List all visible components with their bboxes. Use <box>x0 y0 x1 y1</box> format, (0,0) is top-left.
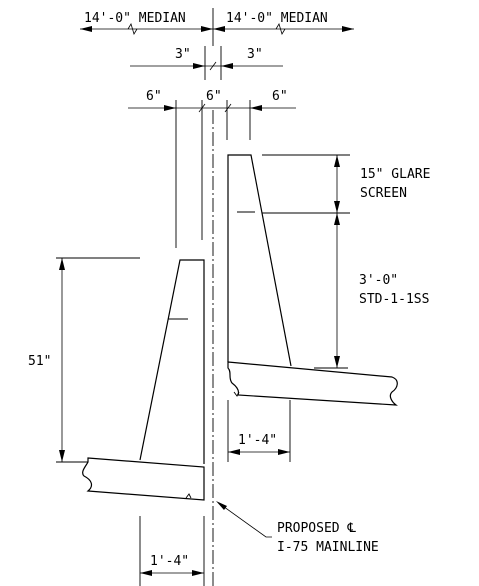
left-barrier <box>82 259 205 501</box>
dim-6-center-label: 6" <box>206 89 222 104</box>
width-top-dimension: 1'-4" <box>227 400 291 462</box>
dim-6-right-label: 6" <box>272 89 288 104</box>
width-bottom-dimension: 1'-4" <box>139 516 205 586</box>
height-51-label: 51" <box>28 354 51 369</box>
median-dimension: 14'-0" MEDIAN 14'-0" MEDIAN <box>80 8 354 46</box>
dim-6-inch: 6" 6" 6" <box>128 89 296 113</box>
glare-screen-dimension: 15" GLARE SCREEN 3'-0" STD-1-1SS <box>262 154 430 368</box>
height-51-dimension: 51" <box>28 257 140 463</box>
glare-screen-label-2: SCREEN <box>360 186 407 201</box>
dim-6-left-label: 6" <box>146 89 162 104</box>
centerline-label-2: I-75 MAINLINE <box>277 540 379 555</box>
median-left-label: 14'-0" MEDIAN <box>84 11 186 26</box>
centerline-leader: PROPOSED ℄ I-75 MAINLINE <box>216 501 379 555</box>
std-barrier-label-2: STD-1-1SS <box>359 292 429 307</box>
centerline-label-1: PROPOSED ℄ <box>277 521 356 536</box>
dim-3-inch: 3" 3" <box>130 46 283 80</box>
std-barrier-label-1: 3'-0" <box>359 273 398 288</box>
median-right-label: 14'-0" MEDIAN <box>226 11 328 26</box>
right-barrier <box>227 154 398 406</box>
dim-3-left-label: 3" <box>175 47 191 62</box>
glare-screen-label-1: 15" GLARE <box>360 167 430 182</box>
width-top-label: 1'-4" <box>238 433 277 448</box>
dim-3-right-label: 3" <box>247 47 263 62</box>
width-bottom-label: 1'-4" <box>150 554 189 569</box>
